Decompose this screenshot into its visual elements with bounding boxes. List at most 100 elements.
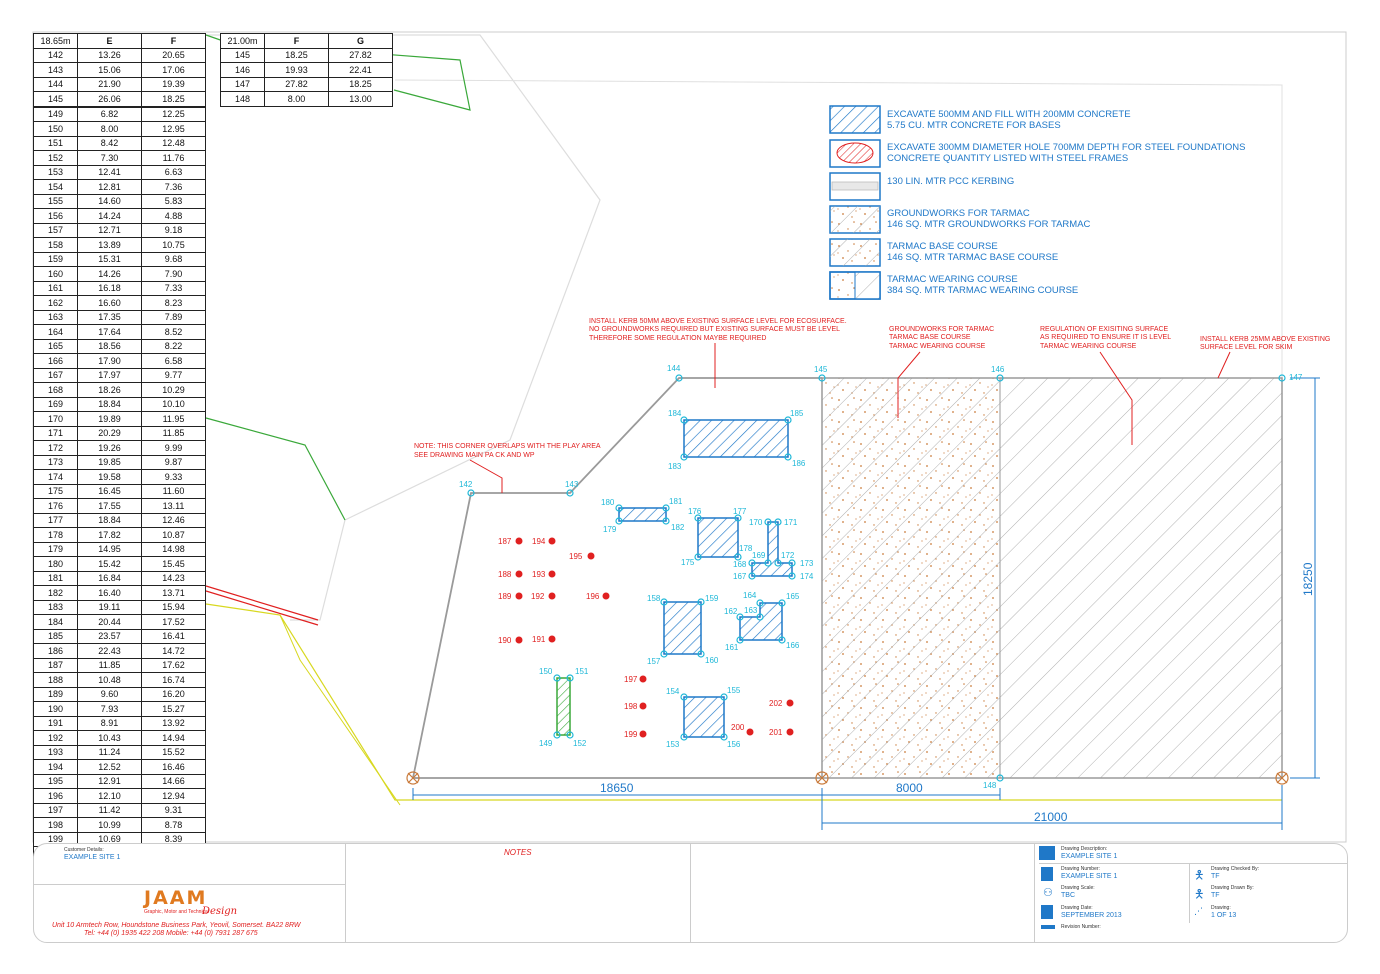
table-cell: 8.00 bbox=[264, 91, 329, 107]
table-cell: 12.48 bbox=[141, 135, 206, 151]
table-cell: 16.45 bbox=[77, 483, 142, 499]
legend-line: CONCRETE QUANTITY LISTED WITH STEEL FRAM… bbox=[887, 153, 1128, 164]
table-cell: 7.33 bbox=[141, 280, 206, 296]
point-label: 147 bbox=[1289, 373, 1303, 382]
table-cell: 22.43 bbox=[77, 643, 142, 659]
legend-line: 146 SQ. MTR GROUNDWORKS FOR TARMAC bbox=[887, 219, 1091, 230]
point-label: 178 bbox=[739, 544, 753, 553]
foundation-label: 195 bbox=[569, 552, 583, 561]
base-157-160 bbox=[663, 601, 702, 655]
table-cell: 11.85 bbox=[141, 425, 206, 441]
drawing-number: EXAMPLE SITE 1 bbox=[1061, 873, 1118, 880]
table-cell: 20.65 bbox=[141, 47, 206, 63]
table-cell: 18.26 bbox=[77, 382, 142, 398]
point-label: 153 bbox=[666, 740, 680, 749]
table-cell: 14.24 bbox=[77, 208, 142, 224]
point-label: 176 bbox=[688, 507, 702, 516]
table-cell: 9.31 bbox=[141, 802, 206, 818]
point-label: 148 bbox=[983, 781, 997, 790]
title-block: Customer Details: EXAMPLE SITE 1 JAAM Gr… bbox=[33, 843, 1348, 943]
table-cell: 193 bbox=[33, 744, 78, 760]
table-cell: 8.23 bbox=[141, 295, 206, 311]
foundation-label: 192 bbox=[531, 592, 545, 601]
table-header: F bbox=[264, 33, 329, 49]
table-cell: 17.35 bbox=[77, 309, 142, 325]
table-cell: 19.93 bbox=[264, 62, 329, 78]
table-cell: 18.25 bbox=[328, 76, 393, 92]
table-cell: 9.77 bbox=[141, 367, 206, 383]
foundation-label: 189 bbox=[498, 592, 512, 601]
table-cell: 11.95 bbox=[141, 411, 206, 427]
table-cell: 17.52 bbox=[141, 614, 206, 630]
people-icon: ⚇ bbox=[1043, 887, 1053, 899]
point-label: 152 bbox=[573, 739, 587, 748]
point-label: 174 bbox=[800, 572, 814, 581]
svg-text:THEREFORE SOME REGULATION MAYB: THEREFORE SOME REGULATION MAYBE REQUIRED bbox=[589, 335, 767, 342]
base-175-178 bbox=[697, 517, 739, 558]
table-cell: 188 bbox=[33, 672, 78, 688]
table-cell: 17.62 bbox=[141, 657, 206, 673]
legend-line: TARMAC WEARING COURSE bbox=[887, 274, 1018, 285]
table-cell: 187 bbox=[33, 657, 78, 673]
table-cell: 16.18 bbox=[77, 280, 142, 296]
foundation-label: 201 bbox=[769, 728, 783, 737]
table-cell: 17.82 bbox=[77, 527, 142, 543]
table-cell: 167 bbox=[33, 367, 78, 383]
table-cell: 158 bbox=[33, 237, 78, 253]
point-label: 159 bbox=[705, 594, 719, 603]
legend-line: EXCAVATE 500MM AND FILL WITH 200MM CONCR… bbox=[887, 109, 1131, 120]
table-cell: 146 bbox=[220, 62, 265, 78]
point-label: 183 bbox=[668, 462, 682, 471]
table-cell: 17.64 bbox=[77, 324, 142, 340]
foundation-label: 196 bbox=[586, 592, 600, 601]
table-cell: 148 bbox=[220, 91, 265, 107]
table-cell: 6.58 bbox=[141, 353, 206, 369]
table-cell: 17.55 bbox=[77, 498, 142, 514]
table-cell: 196 bbox=[33, 788, 78, 804]
table-cell: 20.44 bbox=[77, 614, 142, 630]
site-boundary-line-2 bbox=[394, 79, 1283, 378]
point-label: 160 bbox=[705, 656, 719, 665]
table-cell: 183 bbox=[33, 599, 78, 615]
table-cell: 150 bbox=[33, 121, 78, 137]
table-cell: 10.29 bbox=[141, 382, 206, 398]
svg-text:AS REQUIRED TO ENSURE IT IS LE: AS REQUIRED TO ENSURE IT IS LEVEL bbox=[1040, 334, 1171, 341]
point-label: 143 bbox=[565, 480, 579, 489]
point-label: 163 bbox=[744, 606, 758, 615]
point-label: 161 bbox=[725, 643, 739, 652]
point-labels: 142 143 144 145 146 147 148 149 150 151 … bbox=[459, 364, 1303, 790]
point-label: 146 bbox=[991, 365, 1005, 374]
table-cell: 194 bbox=[33, 759, 78, 775]
point-label: 167 bbox=[733, 572, 747, 581]
legend-line: 5.75 CU. MTR CONCRETE FOR BASES bbox=[887, 120, 1061, 131]
table-cell: 186 bbox=[33, 643, 78, 659]
table-cell: 161 bbox=[33, 280, 78, 296]
table-cell: 18.56 bbox=[77, 338, 142, 354]
wearing-course-area bbox=[1000, 378, 1282, 778]
vertex-markers bbox=[467, 374, 1286, 782]
table-cell: 14.98 bbox=[141, 541, 206, 557]
table-cell: 27.82 bbox=[328, 47, 393, 63]
table-cell: 12.52 bbox=[77, 759, 142, 775]
note-corner: NOTE: THIS CORNER OVERLAPS WITH THE PLAY… bbox=[414, 443, 601, 450]
